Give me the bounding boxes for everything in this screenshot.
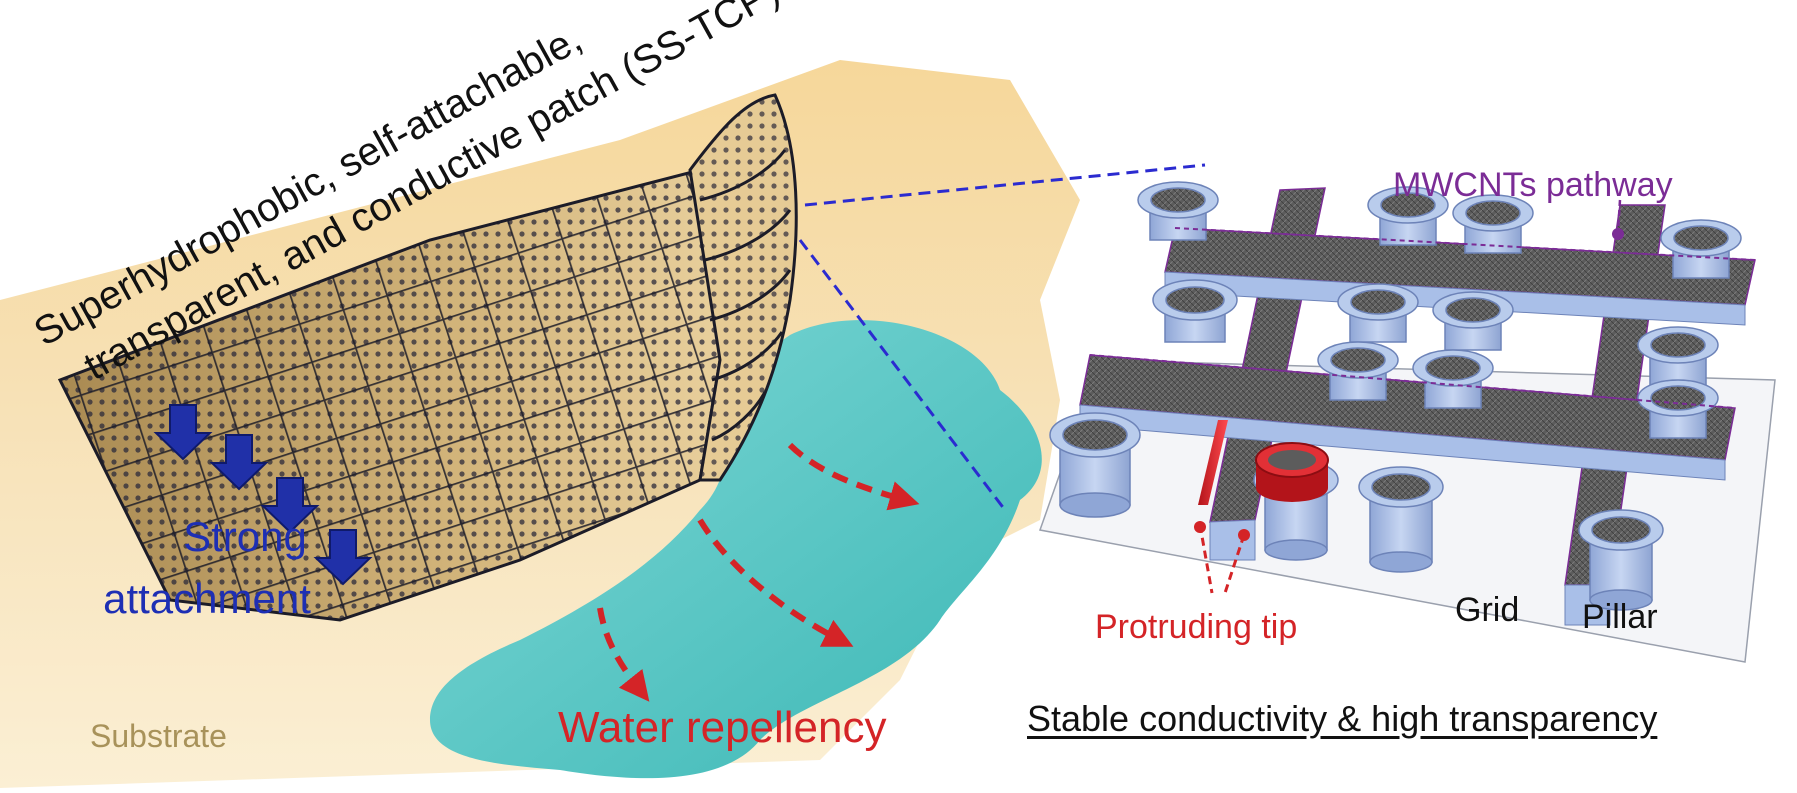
water-droplet	[430, 320, 1042, 779]
label-pillar: Pillar	[1582, 598, 1658, 636]
zoom-lines	[798, 163, 1206, 511]
label-strong: Strong	[183, 513, 307, 560]
label-protruding-tip: Protruding tip	[1095, 608, 1298, 646]
label-mwcnts-pathway: MWCNTs pathway	[1393, 166, 1673, 204]
label-grid: Grid	[1455, 591, 1520, 629]
repellency-arrows	[597, 442, 920, 702]
label-attachment: attachment	[103, 575, 311, 622]
label-stable-conductivity: Stable conductivity & high transparency	[1027, 698, 1658, 739]
microstructure	[1039, 181, 1776, 663]
label-water-repellency: Water repellency	[558, 703, 887, 752]
attachment-arrows	[153, 404, 373, 586]
pillars	[1049, 181, 1742, 611]
label-substrate: Substrate	[90, 718, 227, 754]
protruding-tip	[1198, 420, 1329, 505]
